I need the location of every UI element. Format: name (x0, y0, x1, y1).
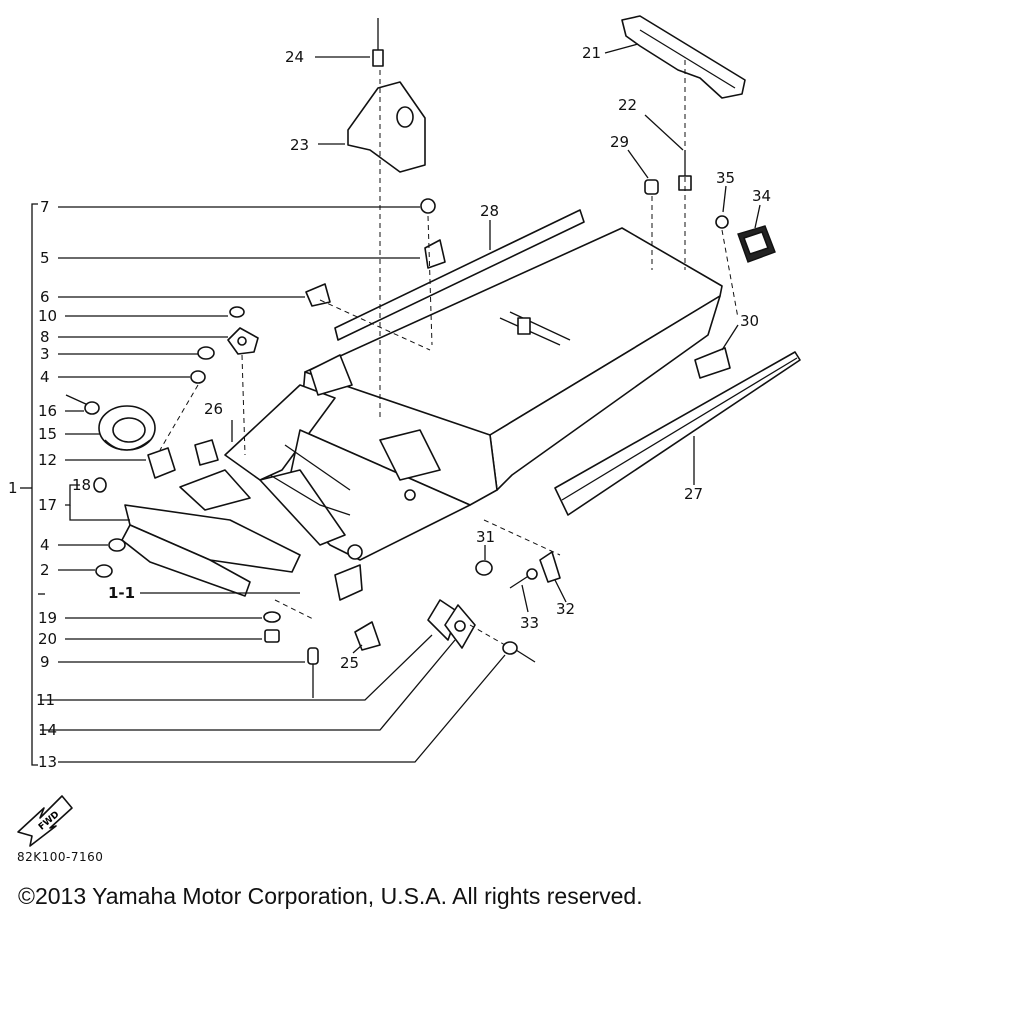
part-19-washer (263, 611, 281, 623)
part-13-bolt (502, 641, 536, 663)
callout-32: 32 (556, 600, 575, 618)
copyright-text: ©2013 Yamaha Motor Corporation, U.S.A. A… (18, 883, 643, 909)
callout-9: 9 (40, 653, 50, 671)
callout-14: 14 (38, 721, 57, 739)
part-15-boot (98, 405, 156, 451)
part-5-bracket (424, 239, 446, 269)
part-26-clip (194, 439, 219, 466)
part-29-cap (644, 179, 659, 195)
callout-34: 34 (752, 187, 771, 205)
callout-28: 28 (480, 202, 499, 220)
callout-25: 25 (340, 654, 359, 672)
part-35-nut (715, 215, 729, 229)
part-7-grommet (420, 198, 436, 214)
part-27-side-rail (554, 351, 801, 516)
leader-lines (231, 43, 761, 654)
part-28-strip (334, 209, 585, 341)
callout-6: 6 (40, 288, 50, 306)
fwd-arrow-icon: FWD (17, 795, 73, 847)
callout-15: 15 (38, 425, 57, 443)
callout-5: 5 (40, 249, 50, 267)
part-12-housing (147, 447, 176, 479)
callout-19: 19 (38, 609, 57, 627)
part-3-nut (197, 346, 215, 360)
callout-31: 31 (476, 528, 495, 546)
callout-29: 29 (610, 133, 629, 151)
part-4-nut-bottom (108, 538, 126, 552)
part-4-nut-top (190, 370, 206, 384)
part-16-bolt (65, 394, 100, 415)
part-2-nut (95, 564, 113, 578)
part-9-bolt (307, 647, 319, 698)
part-23-mount-bracket (347, 81, 426, 173)
callout-26: 26 (204, 400, 223, 418)
callout-8: 8 (40, 328, 50, 346)
callout-27: 27 (684, 485, 703, 503)
part-32-clip (539, 551, 561, 583)
callout-3: 3 (40, 345, 50, 363)
part-6-bracket (305, 283, 331, 307)
callout-1-1: 1-1 (108, 584, 135, 602)
diagram-code: 82K100-7160 (17, 850, 104, 864)
callout-33: 33 (520, 614, 539, 632)
callout-22: 22 (618, 96, 637, 114)
callouts: 24 23 21 22 29 35 34 7 28 5 6 10 8 3 4 1… (8, 44, 771, 771)
callout-12: 12 (38, 451, 57, 469)
part-18-cap (93, 477, 107, 493)
part-20-nut (264, 629, 280, 643)
callout-4b: 4 (40, 536, 50, 554)
callout-10: 10 (38, 307, 57, 325)
part-25-bracket (354, 621, 381, 651)
part-31-cap (475, 560, 493, 576)
callout-7: 7 (40, 198, 50, 216)
callout-21: 21 (582, 44, 601, 62)
callout-30: 30 (740, 312, 759, 330)
part-10-washer (229, 306, 245, 318)
front-subframe (121, 354, 471, 601)
callout-23: 23 (290, 136, 309, 154)
callout-18: 18 (72, 476, 91, 494)
part-21-rail-bracket (621, 15, 746, 99)
callout-11: 11 (36, 691, 55, 709)
callout-20: 20 (38, 630, 57, 648)
callout-13: 13 (38, 753, 57, 771)
part-34-reflector (737, 225, 776, 263)
group-bracket-1 (20, 203, 506, 766)
callout-24: 24 (285, 48, 304, 66)
callout-1: 1 (8, 479, 18, 497)
assembly-lines (159, 60, 739, 646)
part-24-bolt (372, 18, 384, 67)
callout-16: 16 (38, 402, 57, 420)
callout-4a: 4 (40, 368, 50, 386)
part-14-plate (444, 604, 476, 649)
part-8-mount (227, 327, 259, 355)
callout-17: 17 (38, 496, 57, 514)
callout-35: 35 (716, 169, 735, 187)
callout-2: 2 (40, 561, 50, 579)
part-30-label (694, 347, 731, 379)
part-33-bolt (509, 568, 538, 589)
